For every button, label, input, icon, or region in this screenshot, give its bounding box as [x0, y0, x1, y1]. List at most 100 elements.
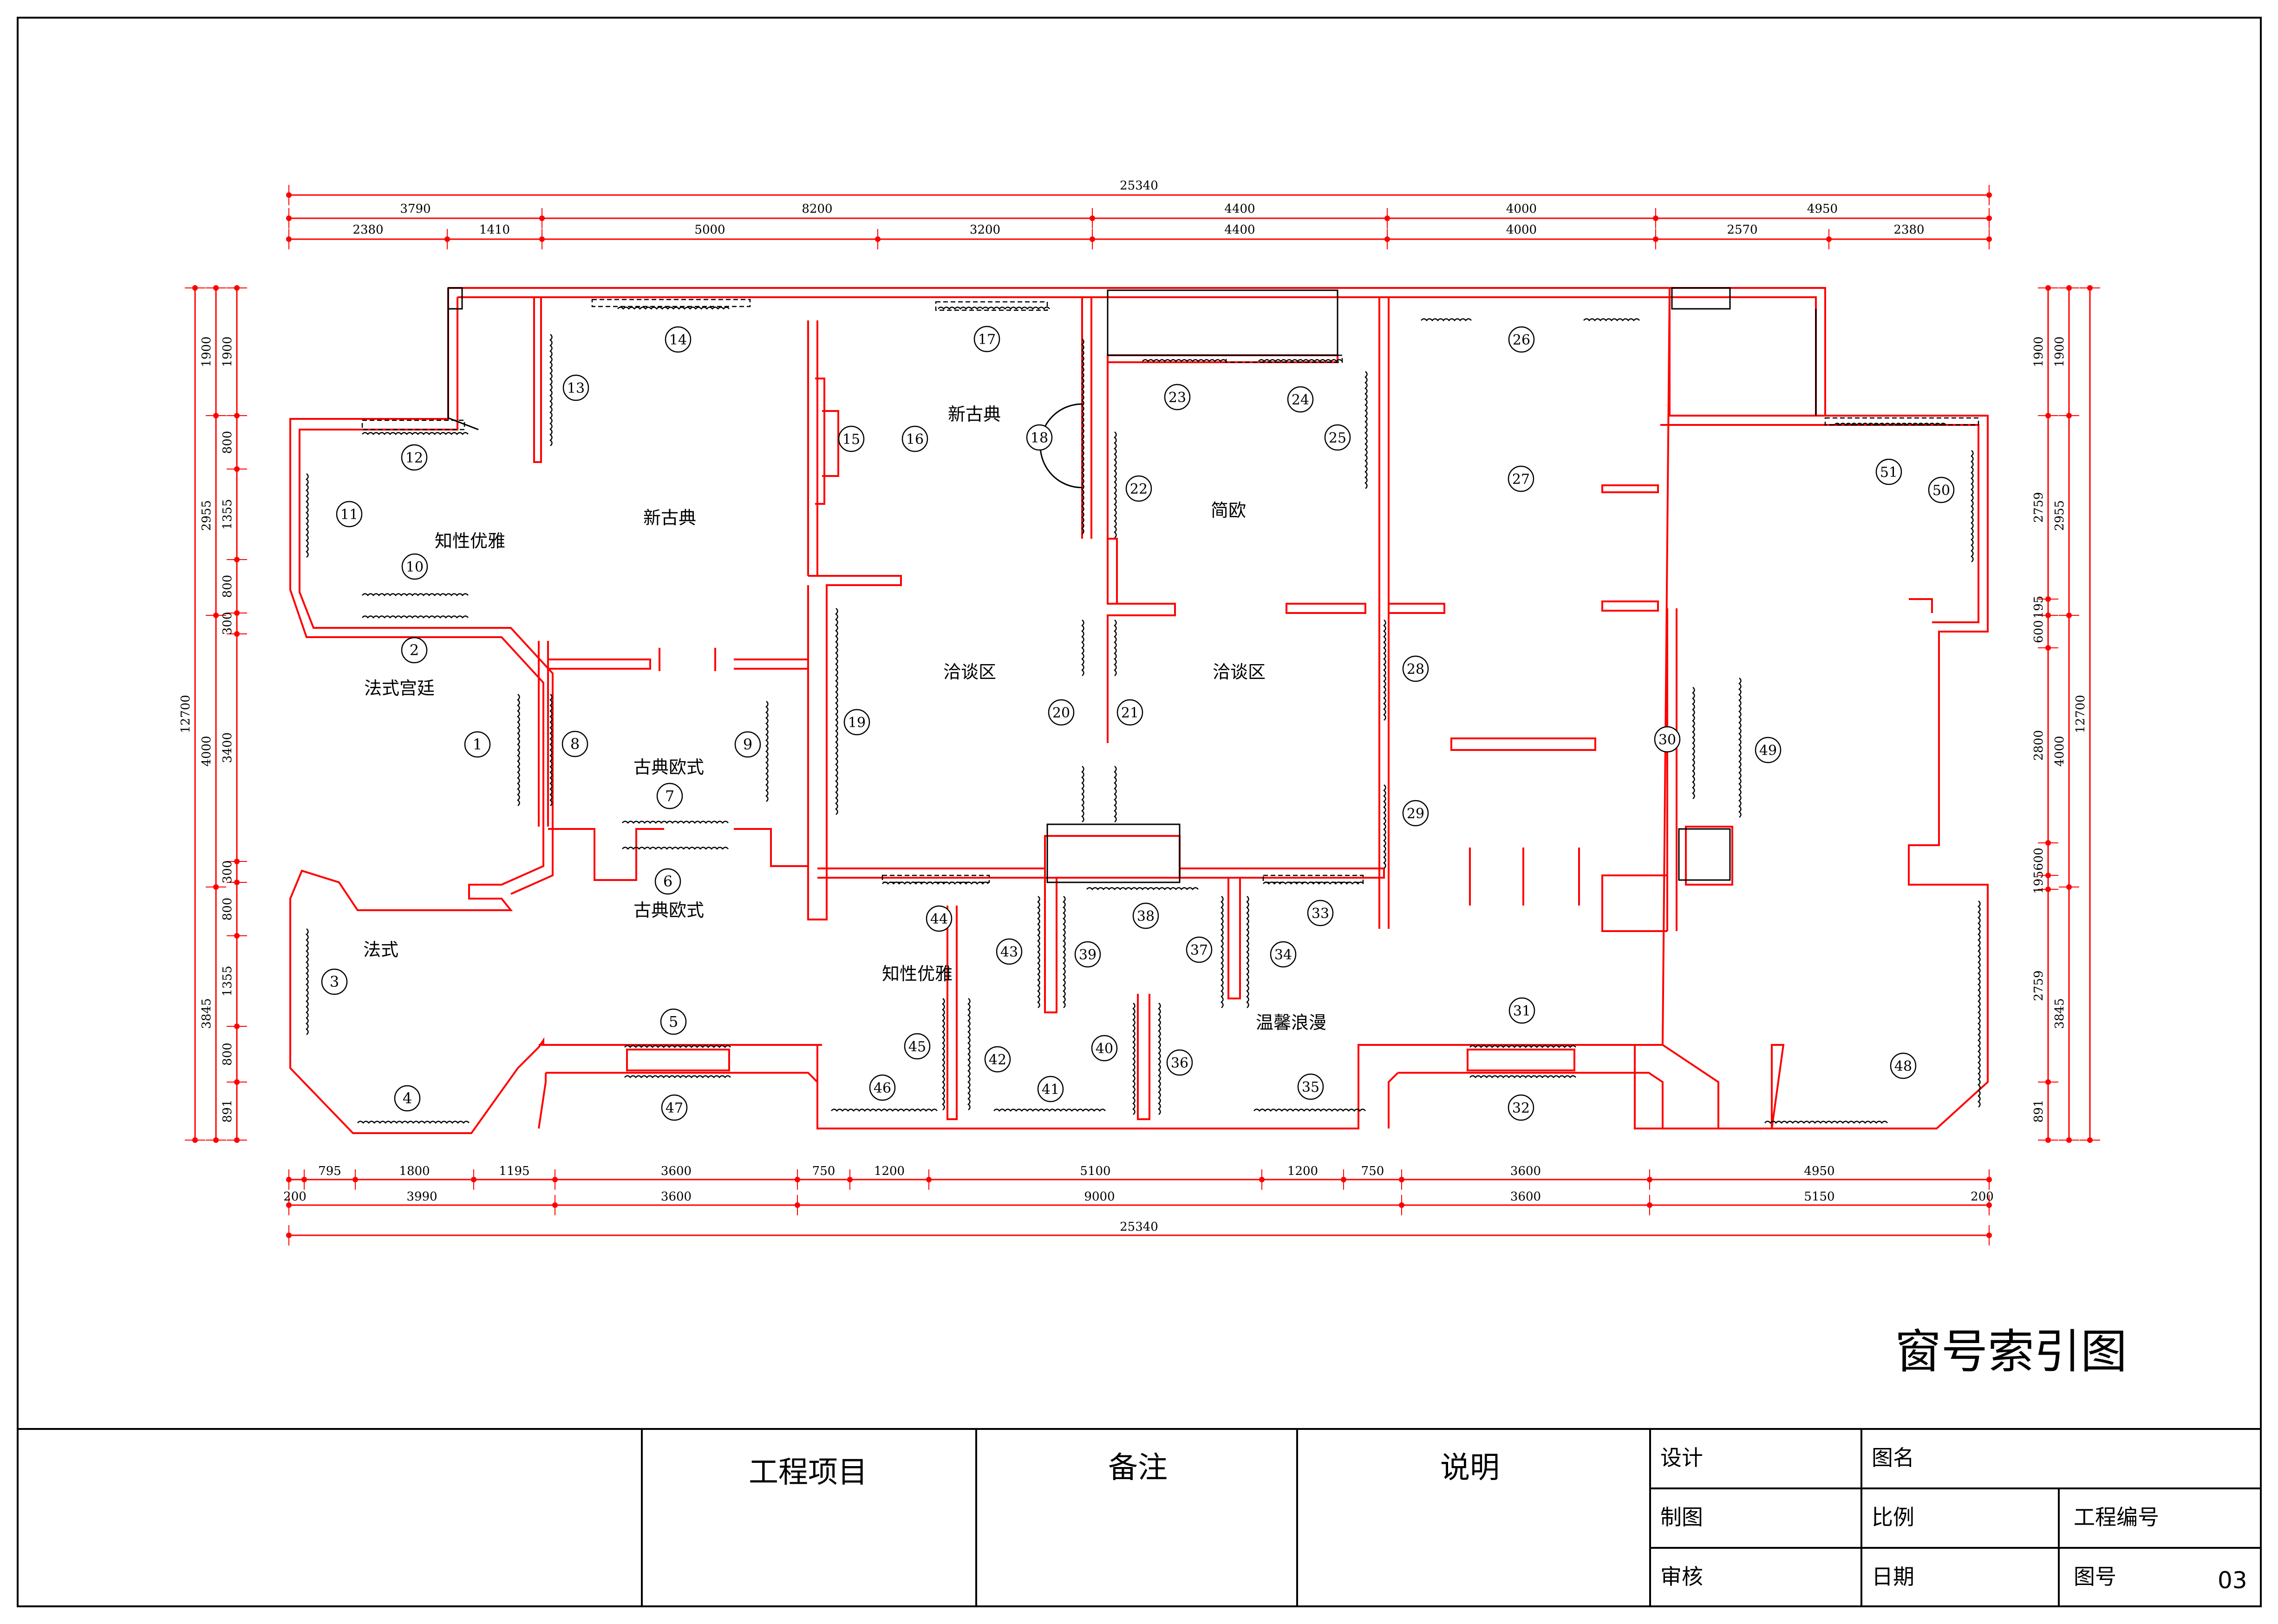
structure-lines: [447, 287, 1817, 883]
top-dimension-label: 8200: [802, 202, 832, 216]
window-marker-number: 6: [663, 873, 672, 890]
bottom-dimension-label: 200: [1971, 1190, 1994, 1204]
window-marker-17: 17: [973, 326, 1000, 352]
curtain-symbol: [1114, 766, 1117, 822]
bottom-dimension-label: 3600: [661, 1164, 692, 1178]
curtain-symbol: [1738, 678, 1742, 818]
dimension-tick: [1986, 1177, 1992, 1182]
window-marker-44: 44: [926, 905, 953, 932]
curtain-symbol: [1253, 1109, 1366, 1112]
room-label: 洽谈区: [1213, 662, 1266, 682]
window-marker-number: 40: [1096, 1041, 1113, 1057]
window-marker-23: 23: [1164, 384, 1191, 411]
window-marker-number: 36: [1171, 1055, 1188, 1071]
curtain-symbol: [1364, 371, 1368, 489]
window-marker-number: 47: [666, 1100, 683, 1116]
dimension-tick: [875, 236, 881, 242]
curtain-symbol: [357, 1121, 470, 1124]
curtain-symbol: [1383, 784, 1386, 869]
curtain-symbol: [1978, 900, 1981, 1108]
curtain-symbol: [1037, 896, 1040, 1008]
top-dimension-label: 3790: [400, 202, 431, 216]
dimension-tick: [1986, 1233, 1992, 1238]
window-marker-number: 27: [1512, 471, 1530, 488]
window-marker-36: 36: [1166, 1049, 1193, 1076]
window-marker-9: 9: [734, 731, 761, 758]
bottom-dimension-label: 750: [812, 1164, 835, 1178]
dimension-tick: [552, 1202, 558, 1208]
dimension-tick: [1090, 236, 1095, 242]
right-dimension-label: 2759: [2032, 970, 2046, 1001]
left-dimension-label: 1900: [221, 336, 235, 367]
curtain-symbol: [831, 1109, 938, 1112]
window-marker-7: 7: [656, 783, 683, 809]
window-marker-number: 23: [1168, 390, 1186, 406]
curtain-symbol: [624, 1075, 731, 1078]
dimension-tick: [213, 413, 219, 418]
window-marker-29: 29: [1402, 800, 1429, 827]
window-frame: [935, 301, 1048, 311]
window-marker-number: 48: [1894, 1058, 1912, 1075]
window-marker-25: 25: [1324, 424, 1351, 451]
window-marker-51: 51: [1875, 458, 1902, 485]
dimension-tick: [2045, 1079, 2051, 1085]
dimension-tick: [286, 215, 292, 221]
top-dimension-label: 4400: [1224, 202, 1255, 216]
top-dimension-label: 4000: [1506, 202, 1537, 216]
dimension-tick: [234, 466, 240, 472]
dimension-tick: [2045, 1137, 2051, 1143]
curtain-symbol: [835, 608, 838, 815]
window-marker-40: 40: [1091, 1035, 1118, 1062]
curtain-symbol: [624, 1045, 731, 1048]
window-marker-49: 49: [1755, 737, 1782, 763]
curtain-symbol: [1583, 318, 1640, 321]
window-marker-6: 6: [654, 868, 681, 895]
window-marker-number: 15: [842, 431, 860, 448]
bottom-dimension-label: 3600: [661, 1190, 692, 1204]
window-marker-2: 2: [401, 637, 428, 664]
scale-label: 比例: [1872, 1505, 1914, 1530]
window-marker-number: 5: [669, 1013, 678, 1030]
dimension-tick: [1653, 236, 1658, 242]
window-marker-number: 42: [989, 1052, 1006, 1068]
window-marker-number: 24: [1292, 392, 1309, 408]
bottom-dimension-label: 200: [283, 1190, 307, 1204]
curtain-symbol: [1421, 318, 1472, 321]
curtain-symbol: [1114, 620, 1117, 676]
window-marker-37: 37: [1186, 936, 1213, 963]
bottom-dimension-label: 4950: [1804, 1164, 1834, 1178]
dimension-tick: [1647, 1177, 1652, 1182]
window-marker-number: 10: [406, 559, 424, 575]
window-marker-32: 32: [1508, 1094, 1534, 1121]
curtain-symbol: [1081, 766, 1084, 822]
window-marker-number: 9: [743, 736, 752, 753]
window-marker-27: 27: [1508, 465, 1534, 492]
curtain-symbol: [1063, 896, 1066, 1008]
dimension-tick: [2045, 413, 2051, 418]
left-dimension-label: 3400: [221, 732, 235, 763]
curtain-symbol: [1263, 881, 1364, 885]
curtain-symbol: [1086, 887, 1199, 890]
curtain-symbol: [549, 694, 553, 806]
right-dimension-label: 600: [2032, 848, 2046, 871]
dimension-tick: [552, 1177, 558, 1182]
top-dimension-label: 2380: [1893, 223, 1924, 237]
curtain-symbol: [1081, 620, 1084, 676]
bottom-dimension-label: 3990: [406, 1190, 437, 1204]
window-marker-39: 39: [1074, 941, 1101, 968]
window-marker-45: 45: [904, 1033, 931, 1060]
right-dimension-label: 195: [2032, 596, 2046, 619]
top-dimension-label: 2570: [1727, 223, 1757, 237]
dimension-tick: [444, 236, 450, 242]
window-marker-47: 47: [661, 1094, 688, 1121]
window-marker-34: 34: [1270, 941, 1297, 968]
curtain-symbol: [1469, 1075, 1576, 1078]
right-dimension-label: 2759: [2032, 492, 2046, 522]
dimension-tick: [1341, 1177, 1346, 1182]
dimension-tick: [1986, 1202, 1992, 1208]
window-marker-50: 50: [1928, 476, 1955, 503]
window-marker-number: 19: [848, 715, 866, 731]
window-marker-number: 17: [978, 332, 996, 348]
window-marker-33: 33: [1307, 900, 1334, 926]
dimension-tick: [539, 236, 545, 242]
